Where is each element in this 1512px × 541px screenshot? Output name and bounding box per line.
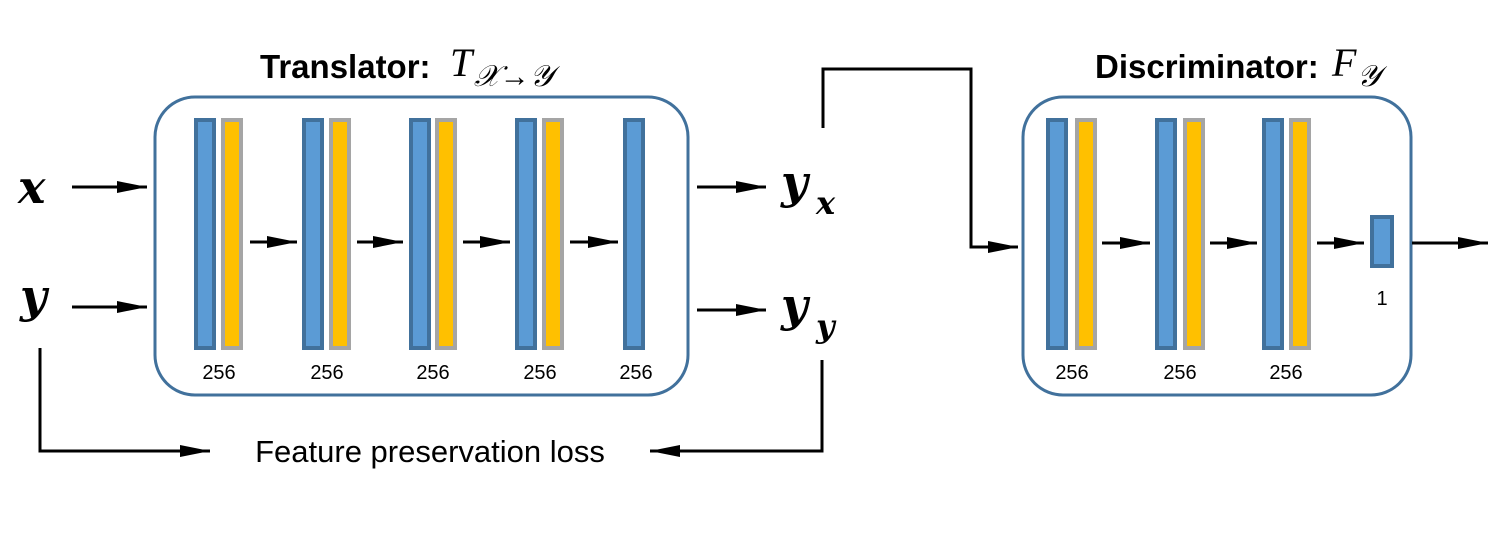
dense-layer-bar <box>194 118 216 350</box>
dense-layer-bar <box>1046 118 1068 350</box>
discriminator-layer-2: 256 <box>1155 118 1205 384</box>
discriminator-title-label: Discriminator: <box>1095 48 1319 85</box>
discriminator-layer-3: 256 <box>1262 118 1311 384</box>
discriminator-title: Discriminator: F 𝒴 <box>1095 40 1388 93</box>
y-to-loss-arrow-icon <box>38 348 210 457</box>
yx-to-discriminator-arrow-icon <box>821 67 1018 253</box>
dense-layer-bar <box>1262 118 1284 350</box>
translator-symbol: T <box>450 40 475 85</box>
dense-layer-bar <box>515 118 537 350</box>
discriminator-subscript: 𝒴 <box>1357 60 1388 93</box>
translator-layer-2: 256 <box>302 118 351 384</box>
activation-layer-bar <box>1183 118 1205 350</box>
activation-layer-bar <box>435 118 457 350</box>
layer-size-label: 256 <box>1269 362 1302 384</box>
loss-label: Feature preservation loss <box>255 434 605 469</box>
translator-title: Translator: T 𝒳→𝒴 <box>260 40 561 93</box>
translator-layer-1: 256 <box>194 118 243 384</box>
discriminator-box <box>1021 95 1413 397</box>
output-yy-label: y y <box>780 278 837 345</box>
activation-layer-bar <box>542 118 564 350</box>
translator-layer-3: 256 <box>409 118 457 384</box>
layer-size-label: 256 <box>310 362 343 384</box>
activation-layer-bar <box>1289 118 1311 350</box>
translator-layer-4: 256 <box>515 118 564 384</box>
layer-size-label: 256 <box>619 362 652 384</box>
layer-size-label: 256 <box>1055 362 1088 384</box>
output-yx-base: y <box>780 155 811 209</box>
output-size-label: 1 <box>1376 288 1387 310</box>
translator-title-label: Translator: <box>260 48 431 85</box>
discriminator-symbol: F <box>1331 40 1357 85</box>
dense-layer-bar <box>409 118 431 350</box>
discriminator-layer-1: 256 <box>1046 118 1097 384</box>
output-yx-sub: x <box>815 184 836 222</box>
input-x-label: x <box>17 160 46 214</box>
layer-size-label: 256 <box>1163 362 1196 384</box>
output-yy-sub: y <box>815 307 837 345</box>
output-unit-bar <box>1370 215 1394 268</box>
activation-layer-bar <box>1075 118 1097 350</box>
yy-to-loss-arrow-icon <box>650 360 824 457</box>
output-yx-label: y x <box>780 155 836 222</box>
dense-layer-bar <box>623 118 645 350</box>
layer-size-label: 256 <box>202 362 235 384</box>
dense-layer-bar <box>1155 118 1177 350</box>
activation-layer-bar <box>221 118 243 350</box>
translator-subscript: 𝒳→𝒴 <box>474 60 561 93</box>
discriminator-output-node: 1 <box>1370 215 1394 310</box>
translator-layer-5: 256 <box>619 118 653 384</box>
translator-box <box>153 95 690 397</box>
layer-size-label: 256 <box>416 362 449 384</box>
activation-layer-bar <box>329 118 351 350</box>
output-yy-base: y <box>780 278 811 332</box>
input-y-label: y <box>19 269 50 323</box>
layer-size-label: 256 <box>523 362 556 384</box>
dense-layer-bar <box>302 118 324 350</box>
